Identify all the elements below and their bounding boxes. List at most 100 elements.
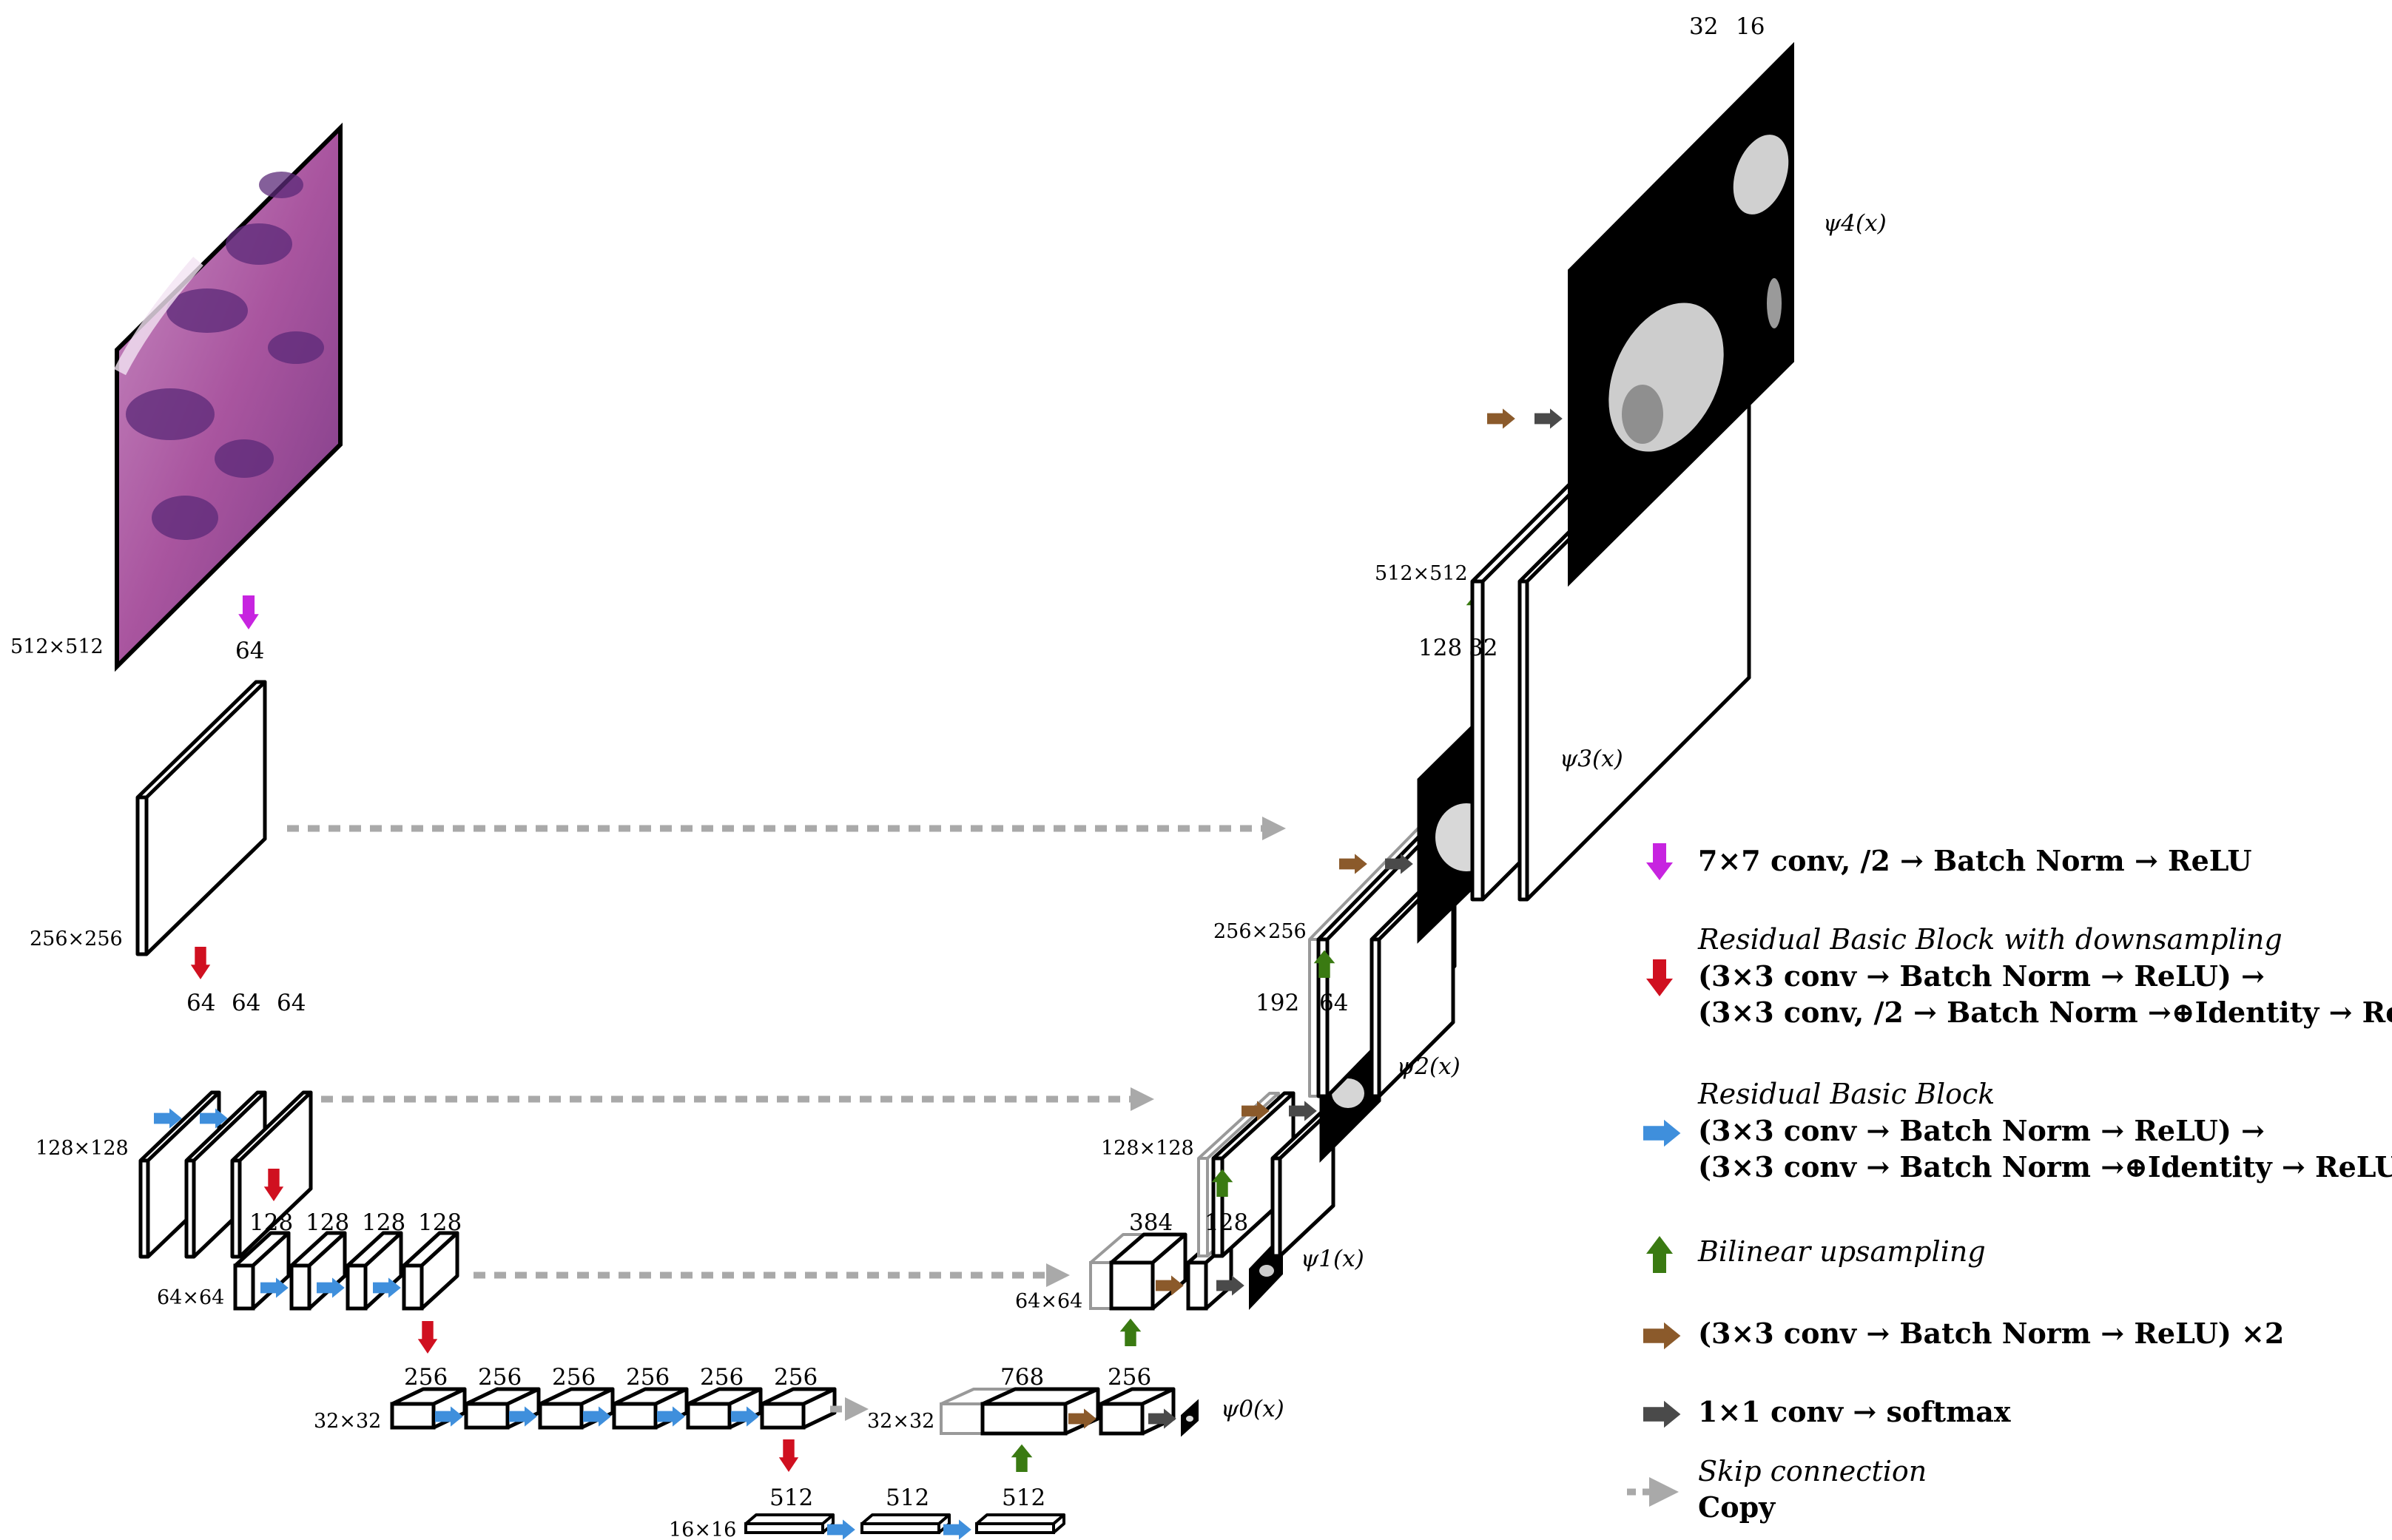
block-front-face xyxy=(1109,1260,1155,1311)
d4-softmax-arrow xyxy=(1534,408,1563,429)
d1-softmax-arrow xyxy=(1216,1275,1244,1296)
legend-arrow-shape xyxy=(1643,1119,1681,1147)
legend-title-resblock: Residual Basic Block xyxy=(1697,1078,1995,1110)
d4-size-label: 512×512 xyxy=(1375,562,1468,585)
stage1-resblock-arrow-1 xyxy=(200,1108,228,1129)
stage3-resblock-arrow-4 xyxy=(731,1406,759,1427)
block-front-face xyxy=(760,1402,806,1430)
legend-item-resblock: Residual Basic Block (3×3 conv → Batch N… xyxy=(1643,1078,2392,1183)
block-front-face xyxy=(289,1263,311,1311)
stage3-resblock-arrow-1 xyxy=(509,1406,537,1427)
bottleneck-upsample-arrow xyxy=(1011,1444,1033,1472)
d4-concat-ch: 32 xyxy=(1689,13,1718,40)
legend: 7×7 conv, /2 → Batch Norm → ReLU Residua… xyxy=(1627,843,2392,1524)
stage2-block-1 xyxy=(289,1231,347,1311)
block-front-face xyxy=(538,1402,584,1430)
legend-text-softmax: 1×1 conv → softmax xyxy=(1698,1395,2011,1428)
d3-softmax-arrow xyxy=(1385,854,1413,874)
stage1-size-label: 128×128 xyxy=(36,1137,129,1160)
tissue-nucleus-cluster xyxy=(226,223,292,265)
d0-to-d1-upsample-arrow xyxy=(1119,1318,1142,1346)
stage1-to-stage2-arrow xyxy=(263,1169,284,1201)
stage2-resblock-arrow-2 xyxy=(373,1277,401,1298)
bottleneck-ch-0: 512 xyxy=(769,1485,813,1511)
stage2-size-label: 64×64 xyxy=(157,1286,224,1309)
skip-arrowhead xyxy=(1131,1087,1154,1111)
block-front-face xyxy=(1099,1402,1145,1436)
d4-output-map xyxy=(1568,41,1794,587)
stage3-ch-2: 256 xyxy=(552,1364,596,1391)
bottleneck-block-1 xyxy=(860,1513,951,1534)
d1-conv-arrow xyxy=(1156,1275,1184,1296)
skip-connection-128 xyxy=(321,1087,1154,1111)
skip-arrowhead xyxy=(845,1397,869,1421)
skip-connection-64 xyxy=(474,1263,1070,1287)
stage2-ch-3: 128 xyxy=(418,1209,462,1236)
stage2-block-2 xyxy=(346,1231,403,1311)
stage3-to-bottleneck-arrow xyxy=(778,1439,799,1472)
d2-to-d3-upsample-arrow xyxy=(1313,950,1335,978)
legend-item-upsampling: Bilinear upsampling xyxy=(1646,1235,1986,1273)
legend-item-resblock-down: Residual Basic Block with downsampling (… xyxy=(1646,923,2392,1029)
legend-item-stem: 7×7 conv, /2 → Batch Norm → ReLU xyxy=(1646,843,2252,880)
legend-line-resblock-down-1: (3×3 conv → Batch Norm → ReLU) → xyxy=(1698,959,2265,993)
d1-size-label: 64×64 xyxy=(1015,1290,1082,1313)
block-front-face xyxy=(402,1263,424,1311)
block-front-face xyxy=(390,1402,436,1430)
stage2-block-3 xyxy=(402,1231,459,1311)
stem-feature-map xyxy=(135,680,267,956)
legend-text-upsampling: Bilinear upsampling xyxy=(1697,1235,1986,1268)
d4-output-blob xyxy=(1622,385,1663,444)
bottleneck-block-0 xyxy=(744,1513,835,1534)
stage2-to-stage3-arrow xyxy=(417,1321,438,1354)
d3-concat-ch: 128 xyxy=(1418,635,1462,661)
tissue-nucleus-cluster xyxy=(126,388,215,440)
tissue-lumen xyxy=(113,257,203,376)
stage3-ch-4: 256 xyxy=(700,1364,744,1391)
red-down-arrow-icon xyxy=(1646,959,1673,996)
stage3-resblock-arrow-2 xyxy=(583,1406,611,1427)
stage1-resblock-arrow-0 xyxy=(154,1108,182,1129)
stem-channels-label: 64 xyxy=(235,638,264,664)
block-front-face xyxy=(744,1522,824,1534)
stage3-ch-1: 256 xyxy=(478,1364,522,1391)
d2-output-label: ψ2(x) xyxy=(1397,1053,1461,1080)
legend-line-resblock-1: (3×3 conv → Batch Norm → ReLU) → xyxy=(1698,1114,2265,1147)
d3-out-ch: 32 xyxy=(1469,635,1497,661)
d1-concat-ch: 384 xyxy=(1129,1209,1173,1236)
legend-item-skip: Skip connection Copy xyxy=(1627,1455,1927,1524)
block-front-face xyxy=(1186,1260,1208,1311)
d1-to-d2-upsample-arrow xyxy=(1211,1169,1233,1197)
block-front-face xyxy=(346,1263,368,1311)
input-image xyxy=(113,122,343,672)
stage2-resblock-arrow-1 xyxy=(317,1277,345,1298)
d0-concat-block xyxy=(980,1387,1100,1436)
skip-connection-32 xyxy=(830,1397,869,1421)
blue-right-arrow-icon xyxy=(1643,1119,1681,1147)
grey-dashed-arrow-icon xyxy=(1627,1477,1679,1507)
d2-concat-ch: 192 xyxy=(1256,990,1299,1016)
stage1-ch-0: 64 xyxy=(186,990,215,1016)
block-front-face xyxy=(464,1402,510,1430)
stem-arrow xyxy=(238,595,259,629)
legend-line-resblock-down-2: (3×3 conv, /2 → Batch Norm →⊕Identity → … xyxy=(1698,996,2392,1029)
stage1-ch-2: 64 xyxy=(277,990,306,1016)
bottleneck-resblock-arrow-0 xyxy=(827,1519,855,1540)
block-front-face xyxy=(612,1402,658,1430)
legend-line-resblock-2: (3×3 conv → Batch Norm →⊕Identity → ReLU… xyxy=(1698,1150,2392,1183)
d4-conv-arrow xyxy=(1487,408,1515,429)
bottleneck-ch-2: 512 xyxy=(1002,1485,1045,1511)
block-front-face xyxy=(1089,1261,1114,1310)
d0-output-label: ψ0(x) xyxy=(1221,1396,1284,1422)
d3-size-label: 256×256 xyxy=(1213,920,1307,943)
bottleneck-block-2 xyxy=(975,1513,1065,1534)
bottleneck-size-label: 16×16 xyxy=(669,1519,736,1540)
d1-out-ch: 128 xyxy=(1205,1209,1248,1236)
stage3-resblock-arrow-3 xyxy=(657,1406,685,1427)
block-front-face xyxy=(233,1263,255,1311)
stage3-resblock-arrow-0 xyxy=(435,1406,463,1427)
legend-arrowhead xyxy=(1649,1477,1679,1507)
d2-softmax-arrow xyxy=(1289,1101,1317,1121)
stage1-feature-map-0 xyxy=(138,1090,221,1259)
